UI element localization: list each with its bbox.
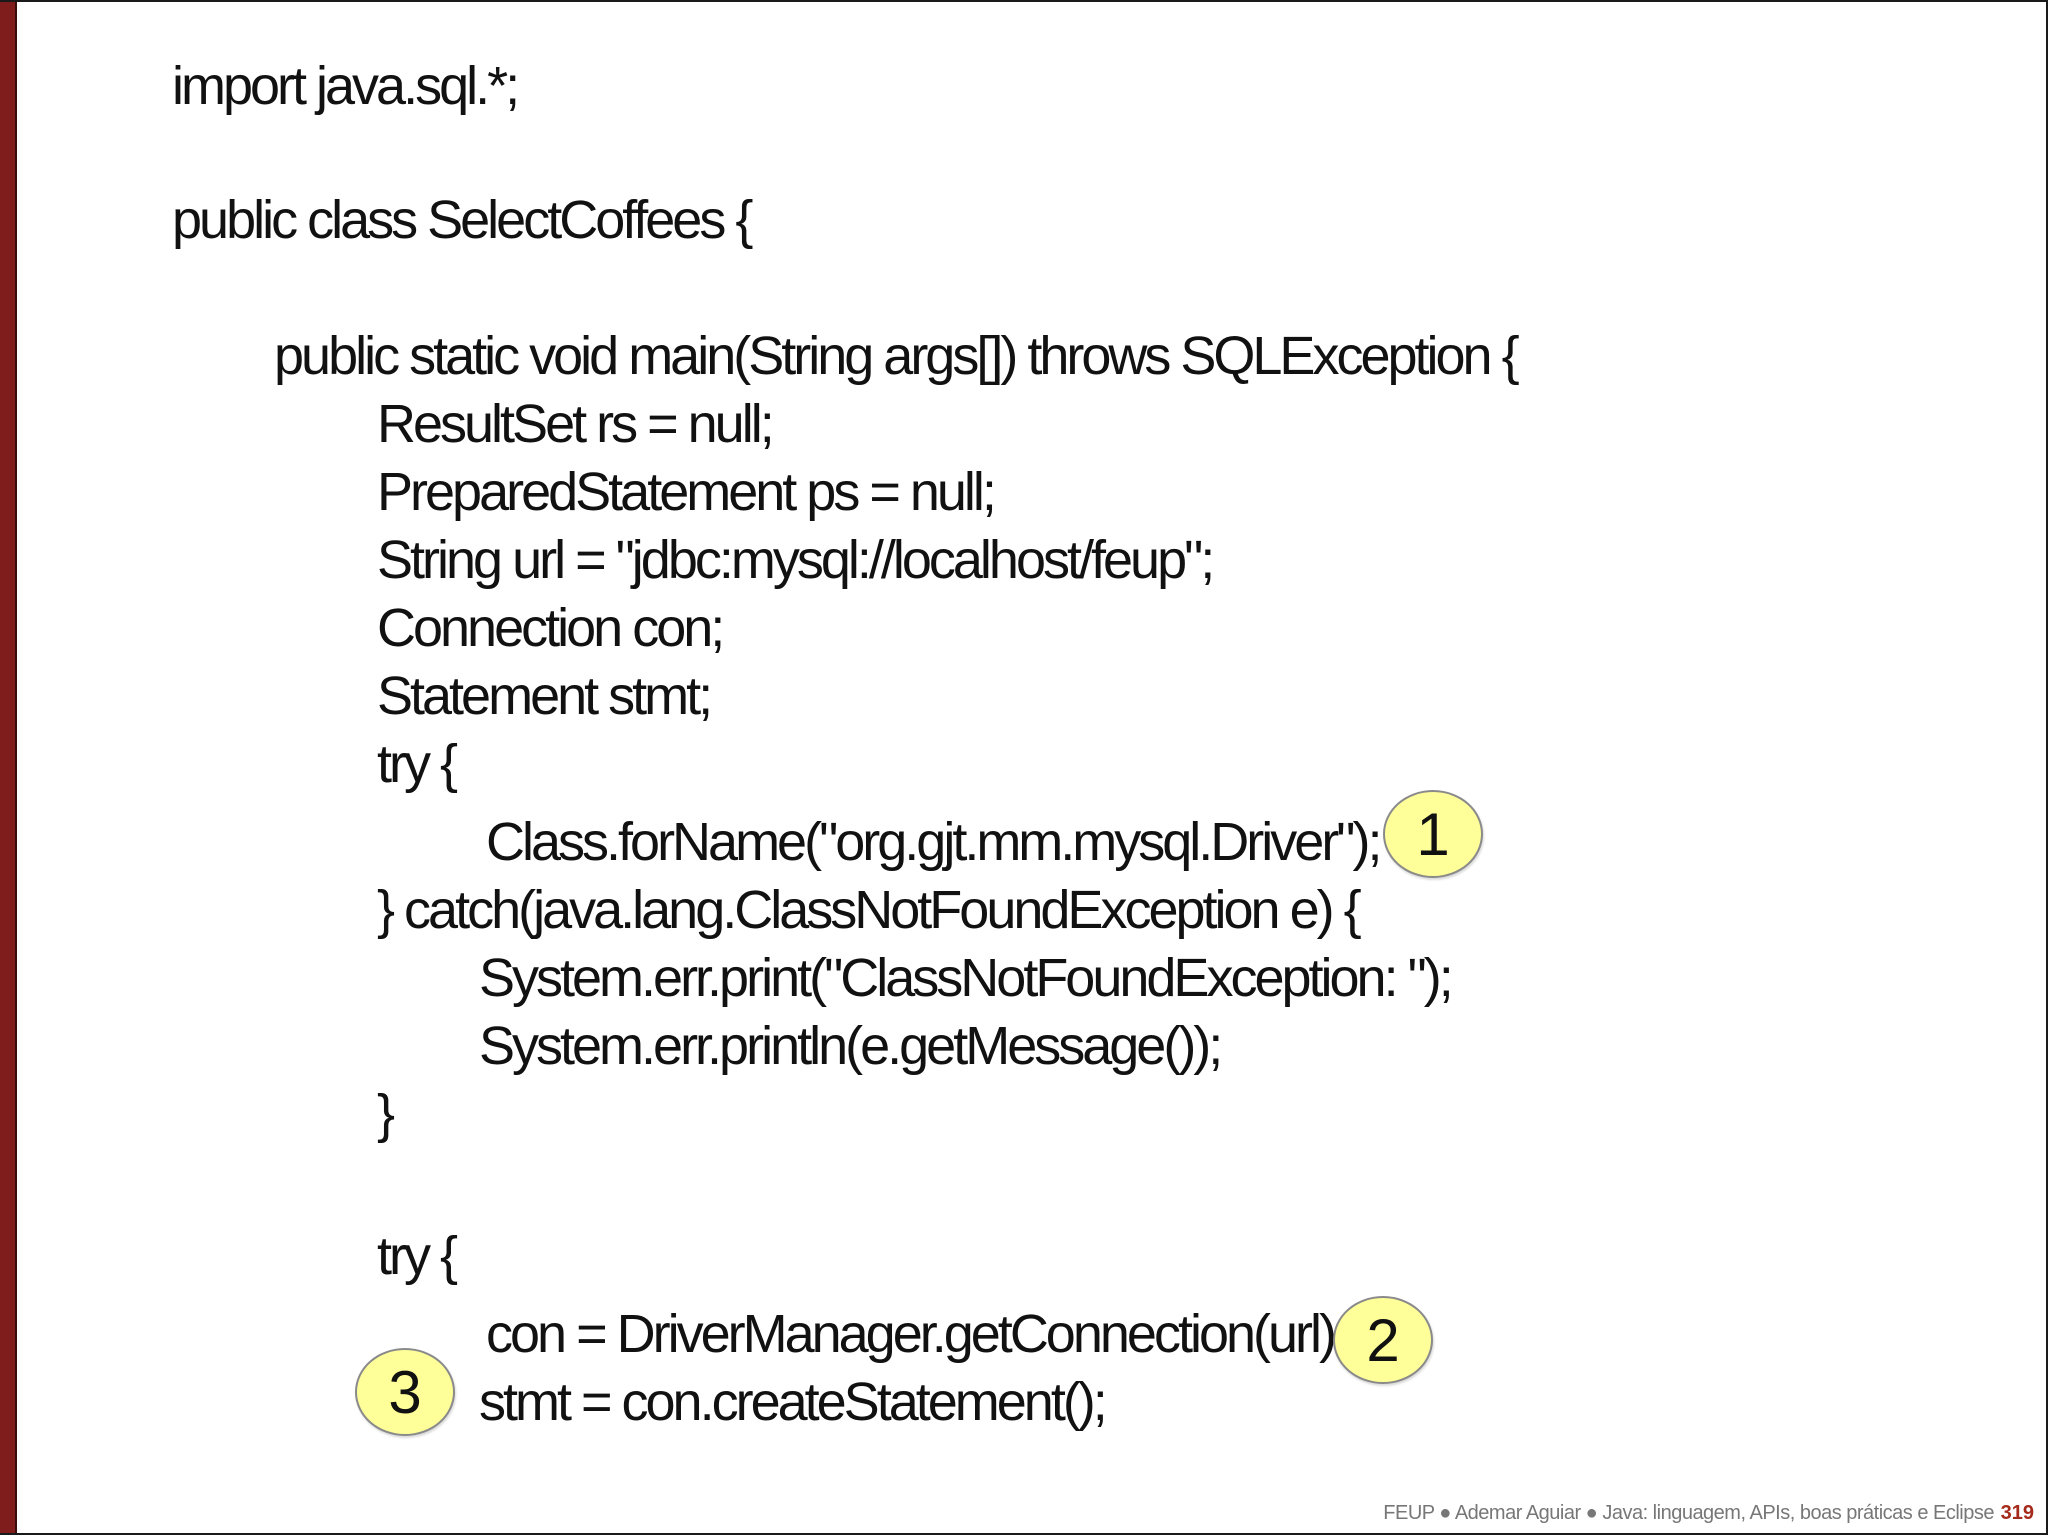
code-line-url: String url = "jdbc:mysql://localhost/feu… — [377, 530, 1215, 590]
code-line-try-1: try { — [377, 734, 458, 794]
code-line-class-declaration: public class SelectCoffees { — [172, 190, 753, 250]
code-line-resultset: ResultSet rs = null; — [377, 394, 775, 454]
page-number: 319 — [2000, 1502, 2034, 1524]
code-line-main-method: public static void main(String args[]) t… — [274, 326, 1520, 386]
code-line-import: import java.sql.*; — [172, 56, 520, 116]
code-line-preparedstatement: PreparedStatement ps = null; — [377, 462, 997, 522]
code-line-statement: Statement stmt; — [377, 666, 713, 726]
code-line-err-println: System.err.println(e.getMessage()); — [479, 1016, 1223, 1076]
callout-3: 3 — [355, 1348, 455, 1436]
code-line-get-connection: con = DriverManager.getConnection(url); — [486, 1304, 1349, 1364]
left-accent-bar — [0, 2, 17, 1533]
footer-text: FEUP ● Ademar Aguiar ● Java: linguagem, … — [1383, 1502, 1994, 1524]
code-line-close-brace: } — [377, 1084, 395, 1144]
code-line-catch: } catch(java.lang.ClassNotFoundException… — [377, 880, 1362, 940]
code-line-class-forname: Class.forName("org.gjt.mm.mysql.Driver")… — [486, 812, 1382, 872]
callout-1: 1 — [1383, 790, 1483, 878]
code-line-connection: Connection con; — [377, 598, 725, 658]
code-line-create-statement: stmt = con.createStatement(); — [479, 1372, 1108, 1432]
code-line-try-2: try { — [377, 1226, 458, 1286]
code-line-err-print: System.err.print("ClassNotFoundException… — [479, 948, 1454, 1008]
callout-2: 2 — [1333, 1296, 1433, 1384]
